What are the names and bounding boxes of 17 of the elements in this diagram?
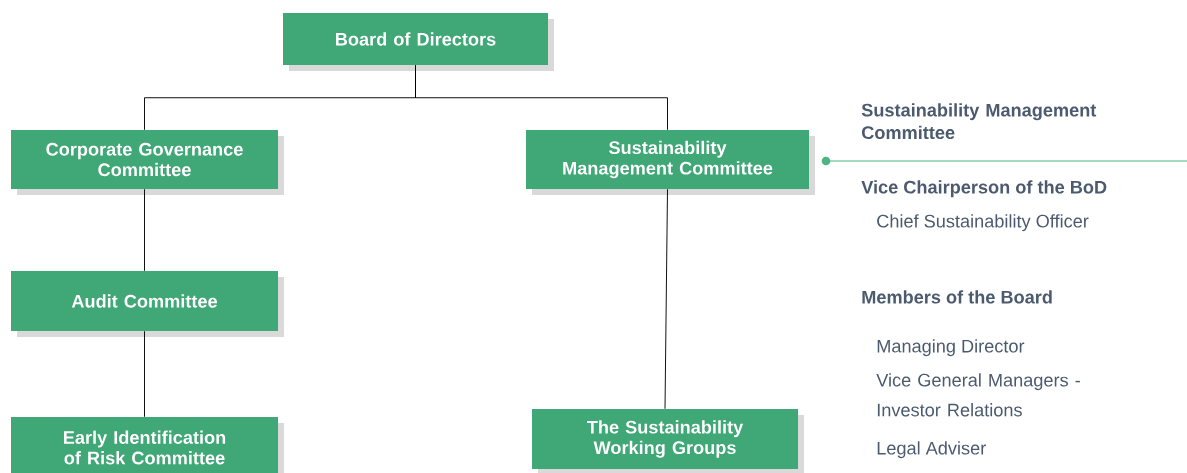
committee-box: Board of Directors (283, 13, 554, 71)
connector-line (144, 188, 145, 272)
committee-box: Sustainability Management Committee (526, 130, 815, 195)
committee-box: Early Identification of Risk Committee (11, 417, 284, 473)
role-text: Vice General Managers - Investor Relations (876, 373, 1080, 417)
role-text: Chief Sustainability Officer (877, 214, 1089, 232)
role-text: Legal Adviser (877, 441, 986, 459)
committee-box: The Sustainability Working Groups (532, 409, 804, 473)
committee-box: Corporate Governance Committee (11, 130, 284, 195)
committee-box: Audit Committee (11, 271, 284, 337)
connector-line (144, 330, 145, 418)
panel-heading: Sustainability Management Committee (861, 103, 1097, 140)
connector-line (664, 188, 668, 410)
panel-heading: Vice Chairperson of the BoD (861, 180, 1107, 198)
role-text: Managing Director (877, 339, 1025, 357)
connector-line (415, 64, 668, 131)
panel-heading: Members of the Board (862, 290, 1052, 304)
